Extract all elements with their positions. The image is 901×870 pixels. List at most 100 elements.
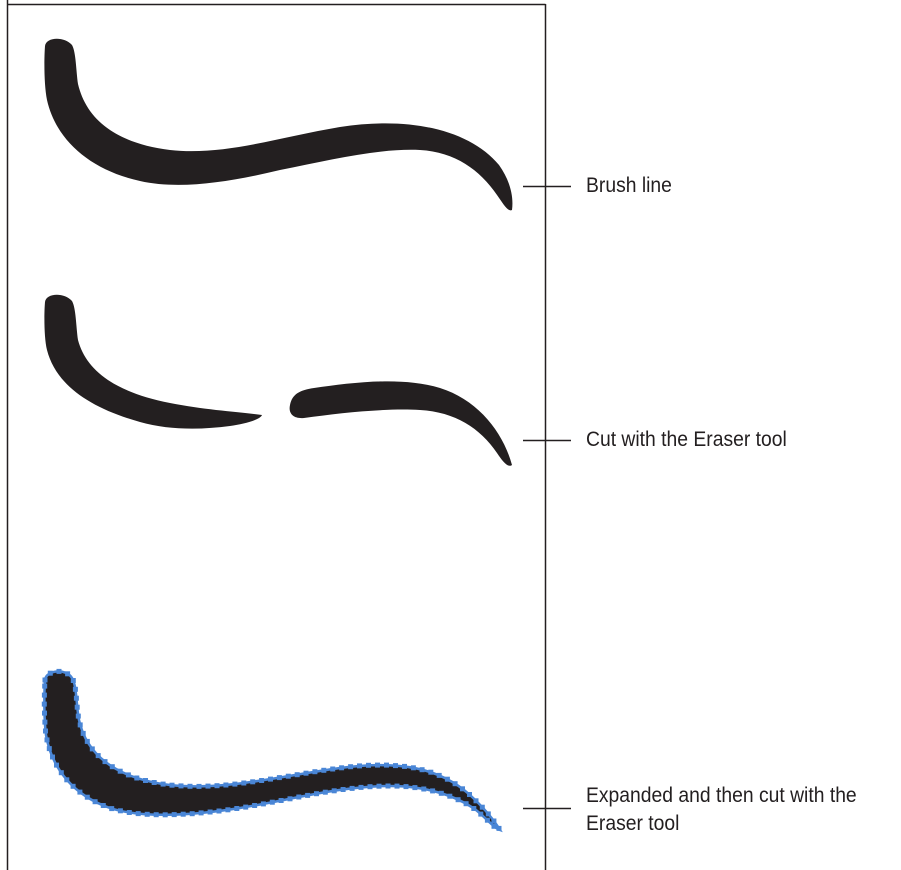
anchor-point — [384, 763, 389, 768]
anchor-point — [42, 684, 47, 689]
anchor-point — [439, 791, 444, 796]
anchor-point — [234, 806, 239, 811]
anchor-point — [65, 671, 70, 676]
anchor-point — [279, 798, 284, 803]
anchor-point — [277, 775, 282, 780]
anchor-point — [330, 767, 335, 772]
anchor-point — [456, 797, 461, 802]
brush-line-stroke — [44, 39, 512, 211]
anchor-point — [402, 764, 407, 769]
anchor-point — [232, 782, 237, 787]
anchor-point — [223, 783, 228, 788]
anchor-point — [305, 793, 310, 798]
anchor-point — [163, 812, 168, 817]
anchor-point — [179, 783, 184, 788]
anchor-point — [110, 764, 115, 769]
anchor-point — [350, 786, 355, 791]
anchor-point — [339, 765, 344, 770]
anchor-point — [445, 777, 450, 782]
anchor-point — [73, 687, 78, 692]
anchor-point — [261, 801, 266, 806]
anchor-point — [103, 759, 108, 764]
anchor-point — [47, 746, 52, 751]
anchor-point — [497, 826, 502, 831]
anchor-point — [136, 811, 141, 816]
anchor-point — [411, 765, 416, 770]
anchor-point — [453, 781, 458, 786]
anchor-point — [259, 778, 264, 783]
anchor-point — [42, 693, 47, 698]
anchor-point — [77, 790, 82, 795]
anchor-point — [314, 791, 319, 796]
anchor-point — [152, 780, 157, 785]
anchor-point — [412, 785, 417, 790]
anchor-point — [85, 739, 90, 744]
anchor-point — [286, 774, 291, 779]
anchor-point — [206, 784, 211, 789]
anchor-point — [85, 795, 90, 800]
anchor-point — [321, 768, 326, 773]
anchor-point — [386, 784, 391, 789]
anchor-point — [478, 812, 483, 817]
anchor-point — [471, 806, 476, 811]
anchor-point — [375, 763, 380, 768]
anchor-point — [460, 786, 465, 791]
anchor-point — [428, 770, 433, 775]
anchor-point — [250, 779, 255, 784]
anchor-point — [474, 798, 479, 803]
anchor-point — [421, 787, 426, 792]
anchor-point — [96, 753, 101, 758]
anchor-point — [217, 809, 222, 814]
anchor-point — [464, 801, 469, 806]
anchor-point — [492, 824, 497, 829]
anchor-point — [208, 810, 213, 815]
anchor-point — [101, 803, 106, 808]
anchor-point — [430, 788, 435, 793]
anchor-point — [491, 819, 496, 824]
anchor-point — [154, 812, 159, 817]
caption-cut-with-eraser: Cut with the Eraser tool — [586, 426, 787, 454]
anchor-point — [81, 731, 86, 736]
anchor-point — [404, 784, 409, 789]
anchor-point — [304, 771, 309, 776]
anchor-point — [288, 796, 293, 801]
anchor-point — [332, 788, 337, 793]
anchor-point — [71, 784, 76, 789]
anchor-point — [127, 810, 132, 815]
anchor-point — [447, 794, 452, 799]
anchor-point — [341, 787, 346, 792]
anchor-point — [181, 812, 186, 817]
caption-expanded-then-cut: Expanded and then cut with the Eraser to… — [586, 782, 857, 838]
anchor-point — [172, 812, 177, 817]
eraser-cut-left-piece — [44, 295, 262, 429]
anchor-point — [188, 784, 193, 789]
anchor-point — [486, 811, 491, 816]
anchor-point — [377, 784, 382, 789]
anchor-point — [126, 772, 131, 777]
anchor-point — [145, 812, 150, 817]
anchor-point — [467, 792, 472, 797]
anchor-point — [270, 800, 275, 805]
anchor-point — [420, 767, 425, 772]
anchor-point — [42, 711, 47, 716]
expanded-stroke-group — [42, 669, 502, 831]
anchor-point — [76, 714, 81, 719]
anchor-point — [190, 811, 195, 816]
anchor-point — [134, 776, 139, 781]
anchor-point — [359, 785, 364, 790]
anchor-point — [312, 769, 317, 774]
anchor-point — [93, 799, 98, 804]
anchor-point — [225, 807, 230, 812]
anchor-point — [118, 769, 123, 774]
anchor-point — [42, 702, 47, 707]
anchor-point — [268, 777, 273, 782]
anchor-point — [348, 764, 353, 769]
anchor-point — [64, 777, 69, 782]
anchor-point — [78, 722, 83, 727]
anchor-point — [42, 720, 47, 725]
anchor-point — [75, 705, 80, 710]
anchor-point — [437, 773, 442, 778]
anchor-point — [50, 755, 55, 760]
anchor-point — [296, 795, 301, 800]
anchor-point — [485, 818, 490, 823]
